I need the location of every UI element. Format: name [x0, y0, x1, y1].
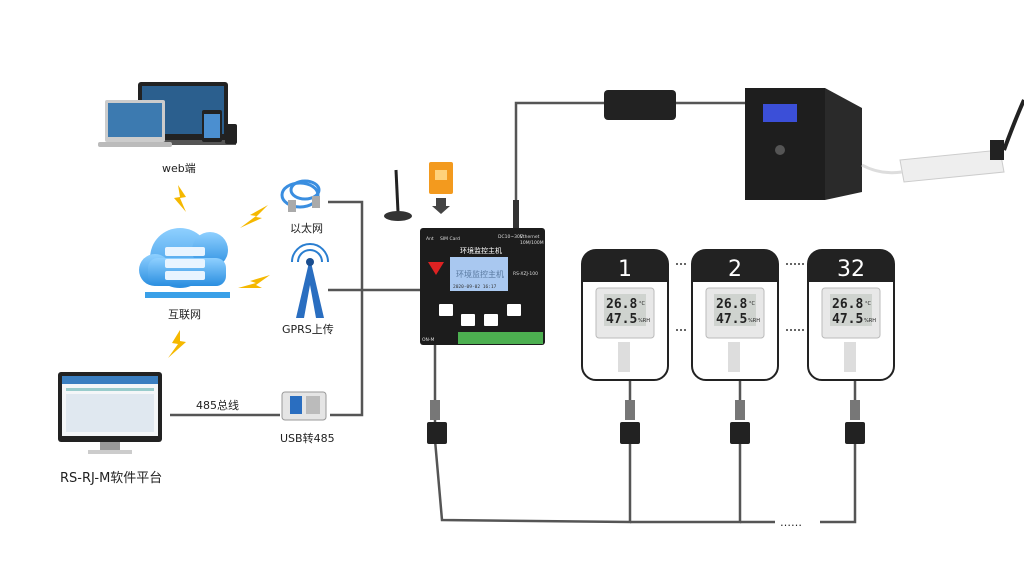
hum-unit: %RH: [748, 318, 760, 324]
temp-unit: °C: [639, 301, 646, 307]
ant-label: Ant: [426, 236, 434, 242]
software-platform-monitor-icon: [58, 372, 162, 454]
usb485-label: USB转485: [280, 431, 335, 445]
platform-label: RS-RJ-M软件平台: [60, 471, 162, 486]
onm-label: ON-M: [422, 337, 435, 343]
environment-monitoring-host: Ant SIM Card DC10~30V Ethernet 10M/100M …: [420, 200, 545, 345]
terminal-block: [458, 332, 543, 344]
gprs-label: GPRS上传: [282, 323, 334, 336]
humidity-value: 47.5: [832, 312, 863, 327]
antenna-icon: [384, 169, 412, 221]
lcd-screen: [450, 257, 508, 291]
sim-label: SIM Card: [440, 236, 460, 242]
humidity-value: 47.5: [716, 312, 747, 327]
host-button[interactable]: [507, 304, 521, 316]
lightning-icons: [168, 185, 270, 358]
temperature-value: 26.8: [716, 297, 747, 312]
host-button[interactable]: [484, 314, 498, 326]
ups-icon: [745, 88, 862, 200]
usb-485-converter-icon: [281, 391, 327, 421]
lcd-datetime: 2020-09-02 16:17: [453, 284, 497, 290]
internet-label: 互联网: [168, 308, 201, 321]
sensor-number: 32: [837, 257, 865, 282]
power-strip-icon: [861, 99, 1024, 183]
temp-unit: °C: [865, 301, 872, 307]
sim-card-icon: [429, 162, 453, 214]
internet-cloud-icon: [139, 228, 230, 298]
bus-ellipsis: ……: [780, 516, 802, 529]
host-button[interactable]: [439, 304, 453, 316]
web-label: web端: [162, 162, 196, 175]
cable-splitters: [427, 400, 865, 444]
ethernet-port-label: Ethernet: [520, 234, 540, 240]
web-devices-icon: [98, 82, 237, 147]
host-title: 环境监控主机: [460, 246, 502, 255]
temperature-value: 26.8: [606, 297, 637, 312]
temp-unit: °C: [749, 301, 756, 307]
power-label: DC10~30V: [498, 234, 524, 240]
model-label: RS-XZJ-100: [513, 271, 538, 277]
sensor-number: 2: [728, 257, 742, 282]
ethernet-cable-icon: [280, 179, 321, 212]
gprs-tower-icon: [291, 243, 329, 318]
temperature-value: 26.8: [832, 297, 863, 312]
sensor-number: 1: [618, 257, 632, 282]
host-button[interactable]: [461, 314, 475, 326]
hum-unit: %RH: [864, 318, 876, 324]
sensor-32: 32 26.8 47.5 °C %RH: [807, 249, 895, 381]
lcd-text: 环境监控主机: [456, 269, 504, 279]
speed-label: 10M/100M: [520, 240, 544, 246]
bus485-label: 485总线: [196, 398, 239, 412]
sensor-1: 1 26.8 47.5 °C %RH: [581, 249, 669, 381]
ethernet-label: 以太网: [290, 222, 323, 235]
sensor-2: 2 26.8 47.5 °C %RH: [691, 249, 779, 381]
hum-unit: %RH: [638, 318, 650, 324]
power-adapter-icon: [604, 90, 676, 120]
humidity-value: 47.5: [606, 312, 637, 327]
